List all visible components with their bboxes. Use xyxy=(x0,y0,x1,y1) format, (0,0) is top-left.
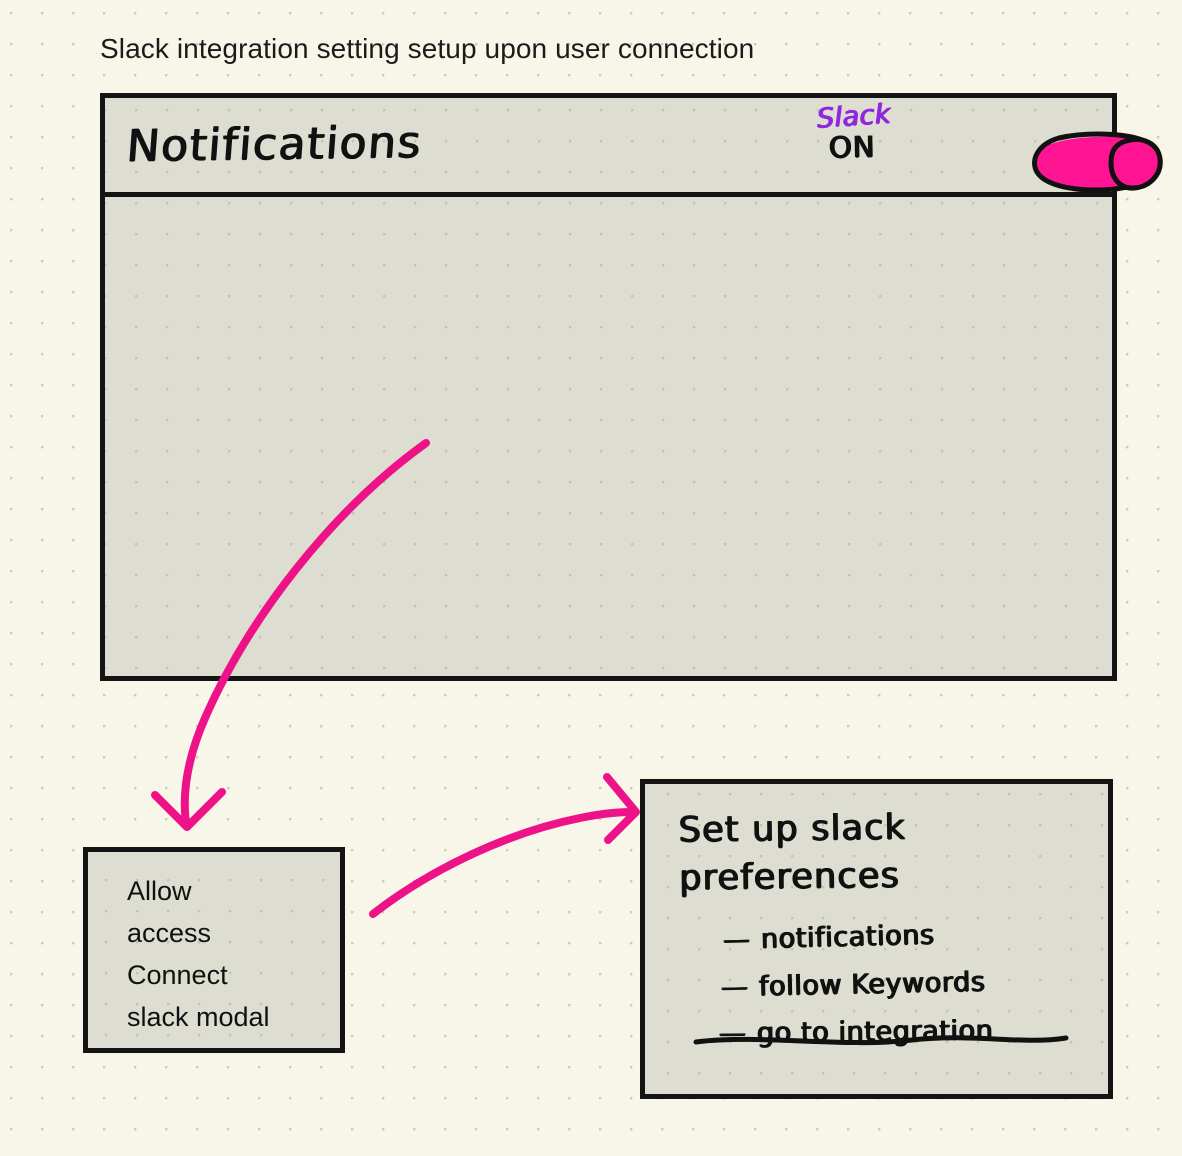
slack-toggle-switch[interactable] xyxy=(1026,128,1171,194)
slack-toggle-group[interactable]: Slack ON xyxy=(816,98,1163,193)
preferences-item-follow-keywords: — follow Keywords xyxy=(721,956,1114,1012)
slack-toggle-state-label: ON xyxy=(828,129,876,165)
allow-box-line-3: Connect xyxy=(127,960,228,990)
allow-box-line-2: access xyxy=(127,918,212,948)
notifications-panel-header: Notifications Slack ON xyxy=(105,98,1163,197)
preferences-heading-line-2: preferences xyxy=(679,855,901,899)
dash-icon: — xyxy=(718,1017,747,1050)
allow-box-line-1: Allow xyxy=(127,876,192,906)
dash-icon: — xyxy=(722,924,752,956)
preferences-item-label: notifications xyxy=(760,919,936,955)
arrow-allow-box-to-preferences xyxy=(369,773,640,918)
preferences-item-label: follow Keywords xyxy=(758,966,986,1003)
notifications-panel-body xyxy=(105,197,1112,676)
preferences-item-label: go to integration xyxy=(756,1015,994,1049)
allow-access-box[interactable]: Allow access Connect slack modal xyxy=(83,847,345,1053)
toggle-knob[interactable] xyxy=(1108,136,1163,191)
notifications-panel: Notifications Slack ON xyxy=(100,93,1163,681)
preferences-box[interactable]: Set up slack preferences —notifications … xyxy=(640,779,1113,1099)
preferences-list: —notifications —follow Keywords —go to i… xyxy=(719,912,1114,1056)
dash-icon: — xyxy=(720,971,749,1004)
preferences-item-go-to-integration: — go to integration xyxy=(719,1006,1113,1058)
notifications-heading: Notifications xyxy=(124,116,424,173)
allow-box-line-4: slack modal xyxy=(127,1002,270,1032)
preferences-heading-line-1: Set up slack xyxy=(678,807,907,851)
page-title: Slack integration setting setup upon use… xyxy=(100,33,755,64)
preferences-heading: Set up slack preferences xyxy=(678,802,1079,903)
